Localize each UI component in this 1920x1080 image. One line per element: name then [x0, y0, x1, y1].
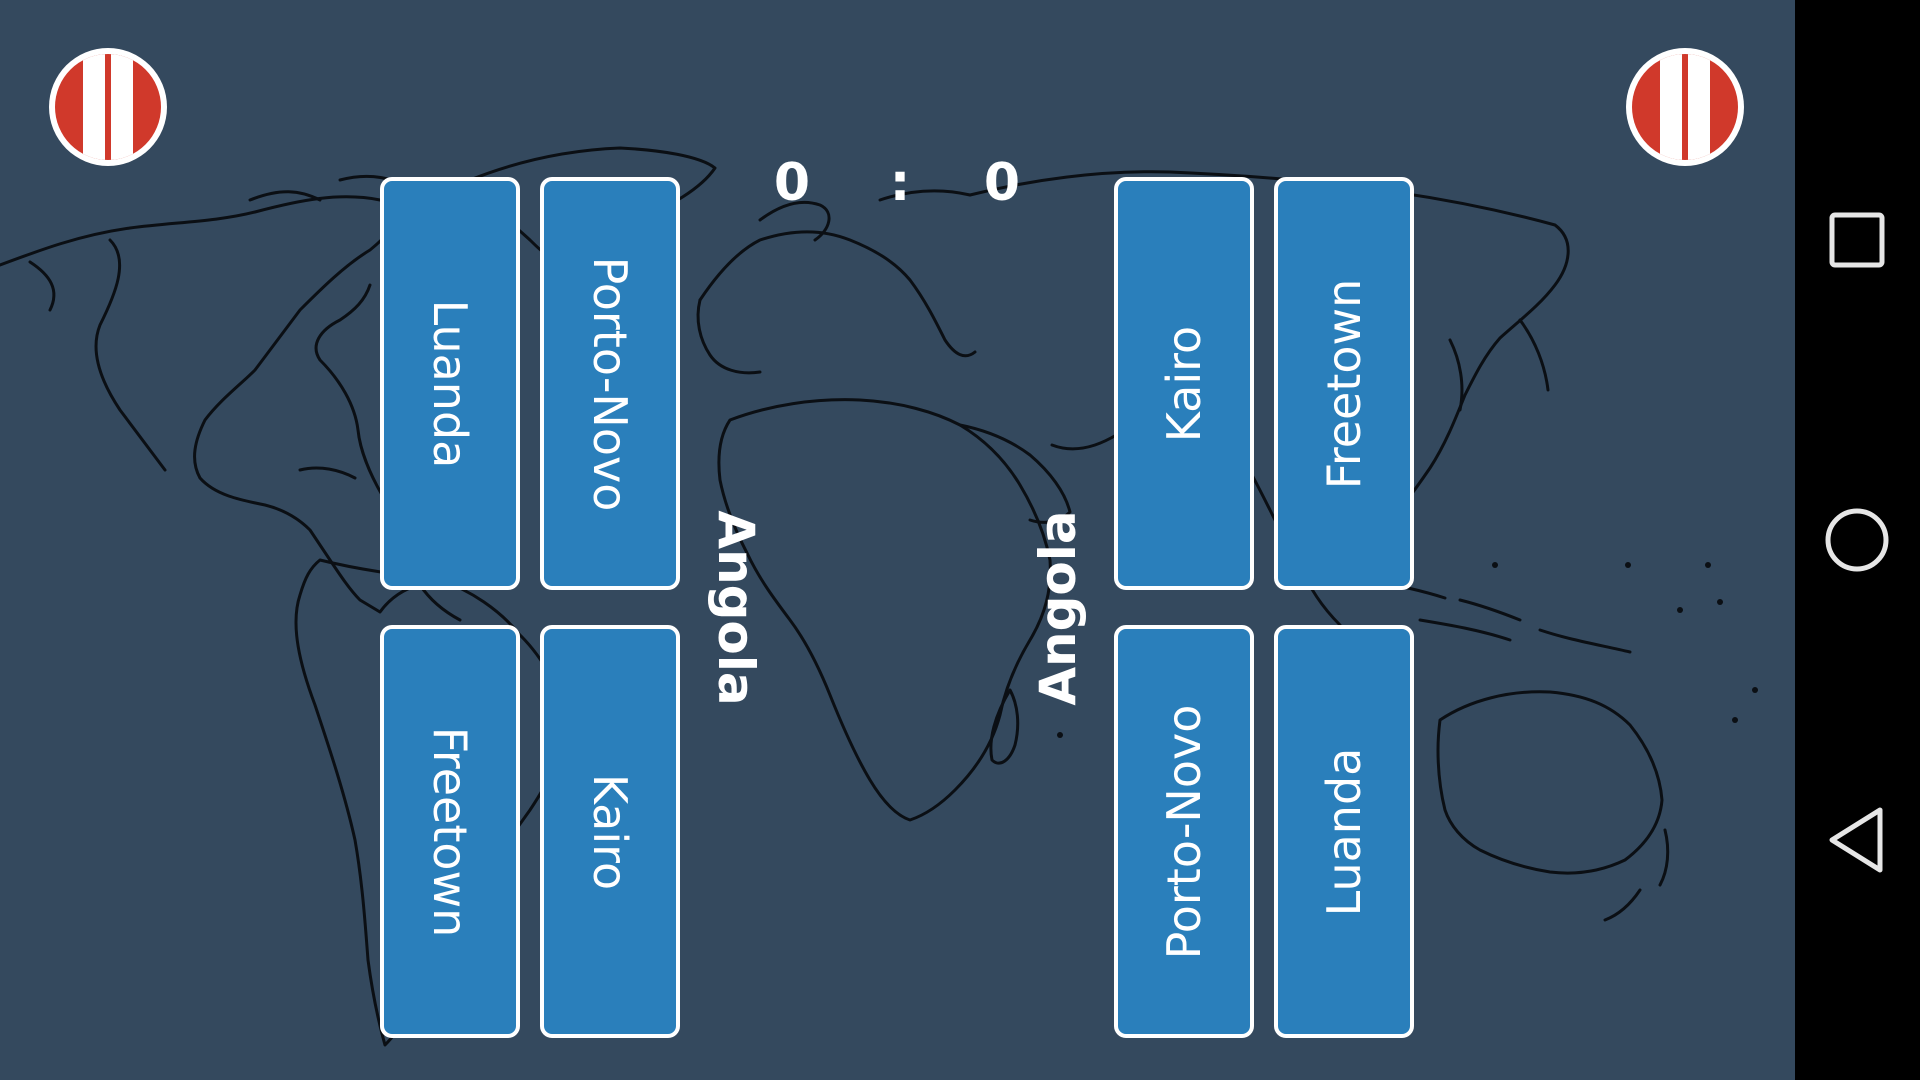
pause-button-left[interactable]: [49, 48, 167, 166]
back-button[interactable]: [1822, 805, 1892, 875]
recents-button[interactable]: [1822, 205, 1892, 275]
tile-label: Freetown: [423, 726, 477, 937]
answer-tile-right-3[interactable]: Porto-Novo: [1114, 625, 1254, 1038]
home-button[interactable]: [1822, 505, 1892, 575]
tile-label: Luanda: [423, 299, 477, 468]
question-country-left: Angola: [707, 510, 765, 706]
tile-label: Kairo: [1157, 325, 1211, 442]
answer-tile-right-1[interactable]: Kairo: [1114, 177, 1254, 590]
pause-button-right[interactable]: [1626, 48, 1744, 166]
tile-label: Porto-Novo: [1157, 704, 1211, 959]
tile-label: Porto-Novo: [583, 256, 637, 511]
answer-tile-left-2[interactable]: Porto-Novo: [540, 177, 680, 590]
pause-icon: [55, 54, 161, 160]
tile-label: Kairo: [583, 773, 637, 890]
tile-label: Luanda: [1317, 747, 1371, 916]
circle-icon: [1825, 508, 1889, 572]
triangle-icon: [1829, 807, 1883, 873]
answer-tile-right-2[interactable]: Freetown: [1274, 177, 1414, 590]
android-navigation-bar: [1795, 0, 1920, 1080]
tile-label: Freetown: [1317, 278, 1371, 489]
answer-tile-right-4[interactable]: Luanda: [1274, 625, 1414, 1038]
answer-tile-left-1[interactable]: Luanda: [380, 177, 520, 590]
answer-tile-left-3[interactable]: Freetown: [380, 625, 520, 1038]
score-right: 0: [983, 153, 1021, 213]
score-left: 0: [773, 153, 811, 213]
answer-tile-left-4[interactable]: Kairo: [540, 625, 680, 1038]
game-area: 0 : 0 Luanda Porto-Novo Freetown Kairo A…: [0, 0, 1795, 1080]
world-map-background: [0, 146, 1758, 1047]
square-icon: [1829, 212, 1885, 268]
pause-icon: [1632, 54, 1738, 160]
score-separator: :: [889, 153, 911, 213]
question-country-right: Angola: [1029, 510, 1087, 706]
